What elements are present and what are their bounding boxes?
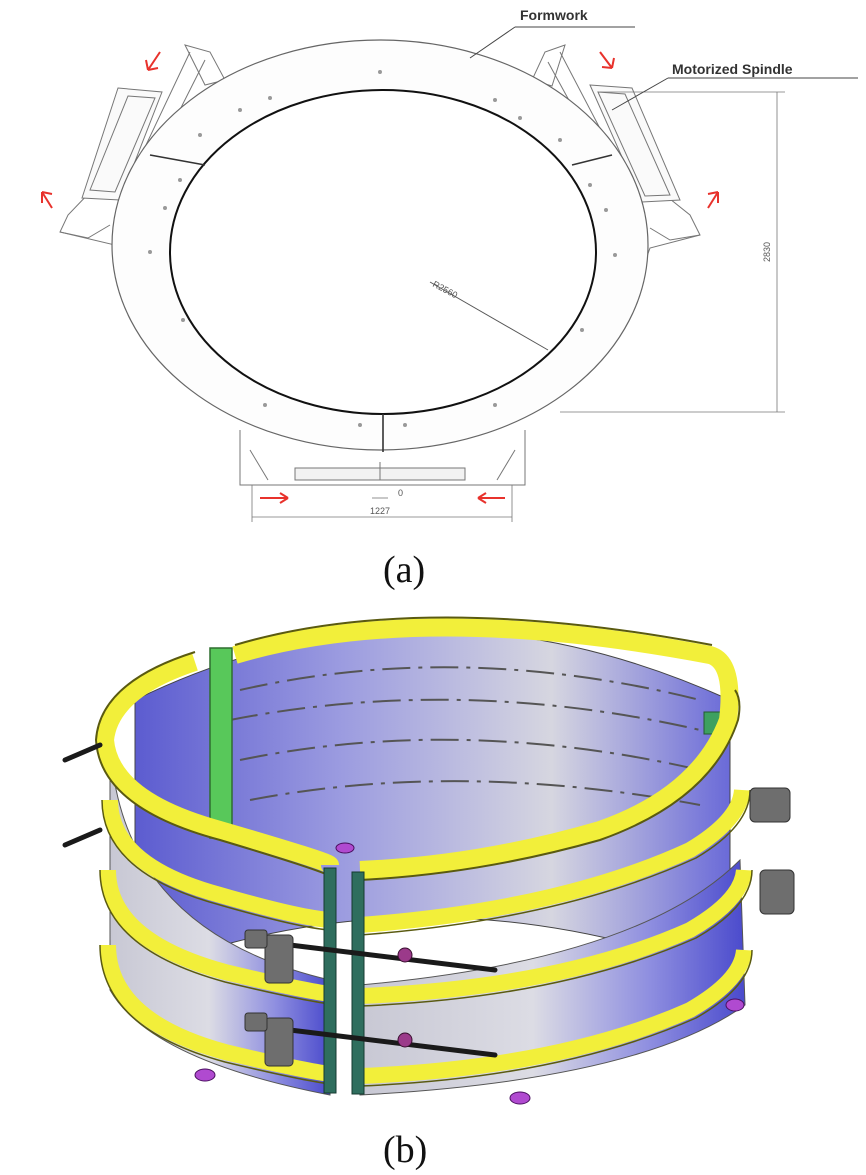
formwork-label: Formwork [520, 7, 588, 23]
radius-leader-line [429, 281, 549, 351]
spindle-rods [62, 742, 498, 1058]
panel-b-rendering [62, 616, 795, 1105]
red-arrow-icon [41, 51, 719, 504]
front-joint-left [323, 867, 337, 1094]
inner-wall-seams [229, 666, 701, 806]
motor-icon-right [749, 787, 795, 915]
yellow-ring-3 [99, 868, 753, 1007]
segment-joints [149, 154, 613, 452]
rod-nuts [397, 947, 413, 1048]
bottom-gap-dimension: 0 [398, 488, 403, 498]
yellow-ring-2 [101, 788, 751, 936]
bolt-holes [148, 70, 617, 427]
height-dimension: 2830 [762, 242, 772, 262]
caption-b: (b) [383, 1129, 427, 1171]
caption-a: (a) [383, 549, 425, 591]
motor-icon [244, 929, 294, 1067]
yellow-ring-bottom [99, 944, 753, 1087]
yellow-ring-top [94, 616, 741, 881]
front-joint-right [351, 871, 365, 1095]
height-dimension-lines [560, 91, 785, 413]
formwork-leader [469, 26, 516, 59]
bolt-icons [194, 842, 745, 1105]
green-joint-left [209, 647, 233, 839]
panel-a-drawing: R2560 2830 0 1227 Formwork Motorized Spi… [41, 7, 858, 522]
width-dimension-lines [251, 485, 513, 522]
formwork-inner-ring [169, 89, 597, 415]
bottom-bracket [239, 430, 526, 486]
spindle-leader [611, 77, 669, 111]
bottom-width-dimension: 1227 [370, 506, 390, 516]
spindle-label: Motorized Spindle [672, 61, 793, 77]
